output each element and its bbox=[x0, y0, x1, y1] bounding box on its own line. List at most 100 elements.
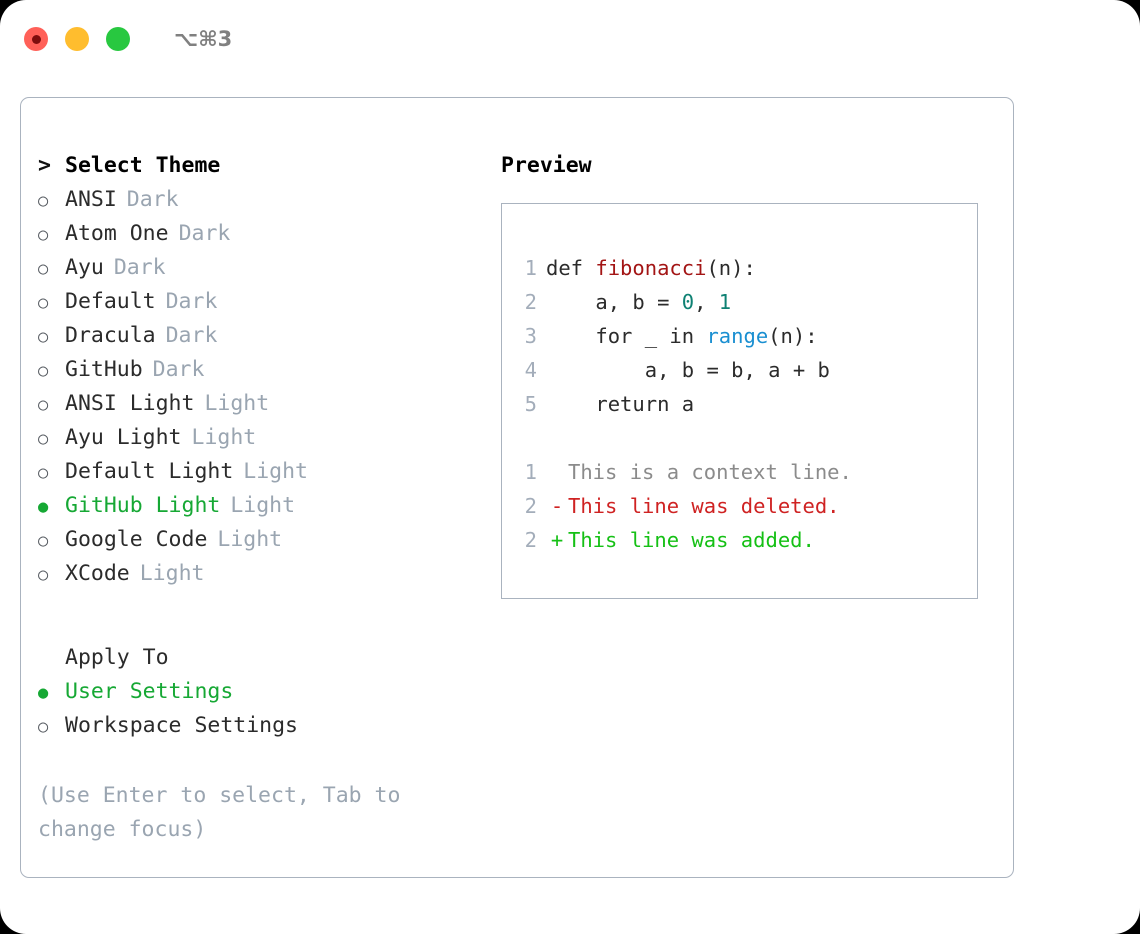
theme-option-label: GitHub Light bbox=[65, 493, 221, 518]
line-number: 1 bbox=[524, 256, 537, 280]
apply-to-option-user-settings[interactable]: ● User Settings bbox=[38, 675, 498, 709]
code-text: a, b = b, a + b bbox=[546, 353, 830, 387]
code-token-plain: a, b = b, a + b bbox=[546, 358, 830, 382]
code-line: 5 return a bbox=[502, 387, 977, 421]
code-token-num: 0 bbox=[681, 290, 695, 314]
apply-to-list: ● User Settings ○ Workspace Settings bbox=[38, 675, 498, 743]
theme-option-label: Default Light bbox=[65, 459, 234, 484]
line-number: 1 bbox=[524, 460, 537, 484]
section-spacer bbox=[38, 591, 498, 641]
theme-option-label: Default bbox=[65, 289, 156, 314]
theme-option-label: ANSI bbox=[65, 187, 117, 212]
diff-text: This line was added. bbox=[568, 528, 815, 552]
theme-option-xcode[interactable]: ○ XCode Light bbox=[38, 557, 498, 591]
diff-sign: - bbox=[550, 494, 564, 518]
keyboard-hint: (Use Enter to select, Tab to change focu… bbox=[38, 783, 414, 842]
theme-variant-tag: Light bbox=[243, 459, 309, 484]
theme-picker-header: > Select Theme bbox=[38, 149, 498, 183]
radio-unselected-icon: ○ bbox=[38, 565, 49, 585]
theme-option-label: ANSI Light bbox=[65, 391, 195, 416]
window-controls bbox=[24, 27, 147, 51]
theme-variant-tag: Dark bbox=[152, 357, 205, 382]
theme-option-dracula[interactable]: ○ Dracula Dark bbox=[38, 319, 498, 353]
code-line: 1 def fibonacci(n): bbox=[502, 251, 977, 285]
theme-option-label: Ayu Light bbox=[65, 425, 182, 450]
code-token-num: 1 bbox=[718, 290, 732, 314]
theme-variant-tag: Light bbox=[204, 391, 270, 416]
code-text: a, b = 0, 1 bbox=[546, 285, 731, 319]
radio-unselected-icon: ○ bbox=[38, 225, 49, 245]
maximize-button[interactable] bbox=[106, 27, 130, 51]
apply-to-option-label: Workspace Settings bbox=[65, 713, 298, 738]
theme-variant-tag: Dark bbox=[178, 221, 231, 246]
close-button[interactable] bbox=[24, 27, 48, 51]
diff-line-added: 2+This line was added. bbox=[502, 523, 977, 557]
radio-unselected-icon: ○ bbox=[38, 327, 49, 347]
code-diff-spacer bbox=[502, 421, 977, 455]
code-line: 2 a, b = 0, 1 bbox=[502, 285, 977, 319]
radio-unselected-icon: ○ bbox=[38, 191, 49, 211]
close-icon bbox=[31, 34, 41, 44]
theme-picker-title: Select Theme bbox=[65, 153, 221, 178]
theme-variant-tag: Dark bbox=[113, 255, 166, 280]
theme-variant-tag: Light bbox=[217, 527, 283, 552]
theme-option-google-code[interactable]: ○ Google Code Light bbox=[38, 523, 498, 557]
radio-unselected-icon: ○ bbox=[38, 429, 49, 449]
code-token-plain: for _ in bbox=[546, 324, 707, 348]
code-token-plain: def bbox=[546, 256, 596, 280]
diff-sample: 1 This is a context line.2-This line was… bbox=[502, 455, 977, 557]
theme-variant-tag: Dark bbox=[165, 289, 218, 314]
code-token-plain: (n): bbox=[706, 256, 756, 280]
theme-option-label: Ayu bbox=[65, 255, 104, 280]
code-token-plain: return a bbox=[546, 392, 695, 416]
theme-option-atom-one[interactable]: ○ Atom One Dark bbox=[38, 217, 498, 251]
theme-option-label: XCode bbox=[65, 561, 130, 586]
radio-unselected-icon: ○ bbox=[38, 531, 49, 551]
apply-to-title: Apply To bbox=[65, 645, 169, 670]
code-token-plain: (n): bbox=[768, 324, 818, 348]
code-text: for _ in range(n): bbox=[546, 319, 818, 353]
theme-variant-tag: Dark bbox=[165, 323, 218, 348]
theme-variant-tag: Light bbox=[191, 425, 257, 450]
radio-selected-icon: ● bbox=[38, 497, 49, 517]
code-token-plain: , bbox=[694, 290, 719, 314]
apply-to-option-label: User Settings bbox=[65, 679, 234, 704]
theme-option-ayu-light[interactable]: ○ Ayu Light Light bbox=[38, 421, 498, 455]
line-number: 4 bbox=[524, 358, 537, 382]
minimize-button[interactable] bbox=[65, 27, 89, 51]
line-number: 5 bbox=[524, 392, 537, 416]
diff-text: This is a context line. bbox=[568, 460, 852, 484]
diff-text: This line was deleted. bbox=[568, 494, 840, 518]
theme-option-label: Google Code bbox=[65, 527, 208, 552]
theme-option-label: Dracula bbox=[65, 323, 156, 348]
title-bar: ⌥⌘3 bbox=[0, 0, 1140, 78]
code-token-fn: fibonacci bbox=[595, 256, 707, 280]
apply-to-header: Apply To bbox=[38, 641, 498, 675]
caret-icon: > bbox=[38, 153, 51, 178]
theme-variant-tag: Dark bbox=[126, 187, 179, 212]
radio-unselected-icon: ○ bbox=[38, 717, 49, 737]
code-token-call: range bbox=[706, 324, 769, 348]
keyboard-shortcut-label: ⌥⌘3 bbox=[174, 27, 233, 51]
diff-sign: + bbox=[550, 528, 564, 552]
apply-to-option-workspace-settings[interactable]: ○ Workspace Settings bbox=[38, 709, 498, 743]
code-text: def fibonacci(n): bbox=[546, 251, 756, 285]
theme-option-ansi[interactable]: ○ ANSI Dark bbox=[38, 183, 498, 217]
radio-unselected-icon: ○ bbox=[38, 361, 49, 381]
theme-variant-tag: Light bbox=[139, 561, 205, 586]
theme-option-label: Atom One bbox=[65, 221, 169, 246]
radio-selected-icon: ● bbox=[38, 683, 49, 703]
preview-title: Preview bbox=[501, 153, 592, 178]
